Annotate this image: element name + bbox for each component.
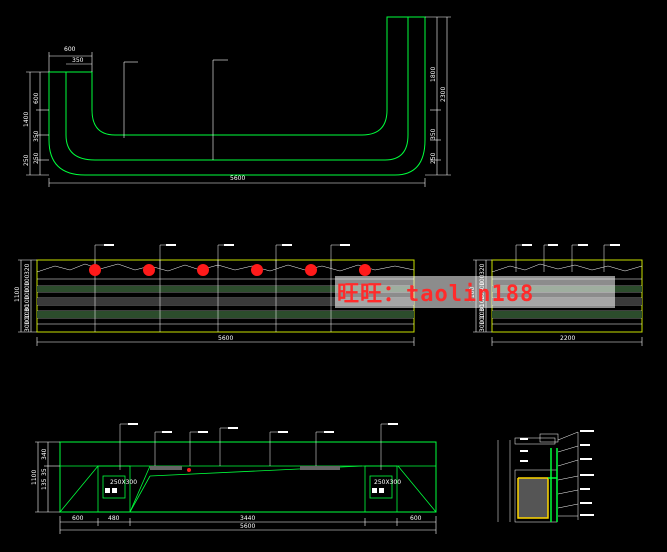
plan-view: 600 350 1400 600 350 250 250 1800 2300 3… xyxy=(23,16,451,187)
front-dim-5600: 5600 xyxy=(218,335,233,342)
plan-dim-left-250a: 250 xyxy=(33,152,40,164)
spotlight-icon xyxy=(89,264,101,276)
front-dim-320: 320 xyxy=(24,263,31,275)
plan-outer-outline xyxy=(48,16,426,176)
section-dim-1100: 1100 xyxy=(31,470,38,485)
plan-dim-left-1400: 1400 xyxy=(23,112,30,127)
section-dim-3440: 3440 xyxy=(240,515,255,522)
side-dim-100e: 100 xyxy=(479,307,486,319)
section-dim-35: 35 xyxy=(41,468,48,476)
side-dim-300: 300 xyxy=(479,320,486,332)
front-elevation: 1100 320 100 100 100 100 30 100 100 300 … xyxy=(14,244,415,346)
side-dim-320: 320 xyxy=(479,263,486,275)
spotlight-icon xyxy=(251,264,263,276)
front-dimension-lines xyxy=(18,259,415,346)
detail-section xyxy=(497,430,594,523)
section-inset-label-left: 250X300 xyxy=(110,479,137,486)
section-dimension-lines xyxy=(35,441,437,534)
front-joints xyxy=(94,260,332,332)
watermark-bg xyxy=(335,276,615,308)
section-dim-600-right: 600 xyxy=(410,515,422,522)
front-dim-100c: 100 xyxy=(24,288,31,300)
plan-dim-left-600: 600 xyxy=(33,92,40,104)
spotlight-icon xyxy=(305,264,317,276)
front-dim-100a: 100 xyxy=(24,274,31,286)
section-leaders xyxy=(119,423,396,470)
spotlight-icon xyxy=(197,264,209,276)
spotlight-icon xyxy=(359,264,371,276)
label-ticks xyxy=(104,244,620,433)
front-dim-100d: 100 xyxy=(24,295,31,307)
watermark-text: 旺旺：taolin188 xyxy=(337,282,534,307)
section-dim-600-left: 600 xyxy=(72,515,84,522)
section-dim-340: 340 xyxy=(41,448,48,460)
plan-dim-bottom-5600: 5600 xyxy=(230,175,245,182)
spotlight-icon xyxy=(143,264,155,276)
section-inset-label-right: 250X300 xyxy=(374,479,401,486)
section-dim-480: 480 xyxy=(108,515,120,522)
plan-dim-right-250: 250 xyxy=(430,152,437,164)
side-stone-edge xyxy=(491,263,643,273)
section-view: 250X300 250X300 1100 135 xyxy=(31,423,437,534)
plan-dimension-lines xyxy=(26,16,451,187)
section-outline xyxy=(59,441,437,513)
side-dim-30: 30 xyxy=(479,304,486,312)
plan-dim-left-350: 350 xyxy=(33,130,40,142)
side-dim-100f: 100 xyxy=(479,313,486,325)
front-dim-30: 30 xyxy=(24,304,31,312)
plan-dim-top-600: 600 xyxy=(64,46,76,53)
front-spotlights xyxy=(89,264,371,276)
section-fixtures xyxy=(105,466,384,493)
plan-dim-left-250b: 250 xyxy=(23,154,30,166)
plan-dim-top-350: 350 xyxy=(72,57,84,64)
plan-dim-right-2300: 2300 xyxy=(440,87,447,102)
front-dim-100b: 100 xyxy=(24,281,31,293)
front-dim-1100: 1100 xyxy=(14,287,21,302)
detail-hatch xyxy=(518,478,548,518)
plan-inner-line xyxy=(65,17,409,161)
front-dim-100f: 100 xyxy=(24,313,31,325)
plan-dim-right-1800: 1800 xyxy=(430,67,437,82)
front-hatched-bands xyxy=(37,286,414,318)
front-dim-100e: 100 xyxy=(24,307,31,319)
plan-dim-right-350: 350 xyxy=(430,128,437,140)
side-dim-2200: 2200 xyxy=(560,335,575,342)
section-dim-5600: 5600 xyxy=(240,523,255,530)
detail-label-blocks xyxy=(520,430,594,516)
side-leaders xyxy=(515,244,620,272)
front-dim-300: 300 xyxy=(24,320,31,332)
section-dim-135: 135 xyxy=(41,478,48,490)
detail-leaders xyxy=(557,431,579,520)
